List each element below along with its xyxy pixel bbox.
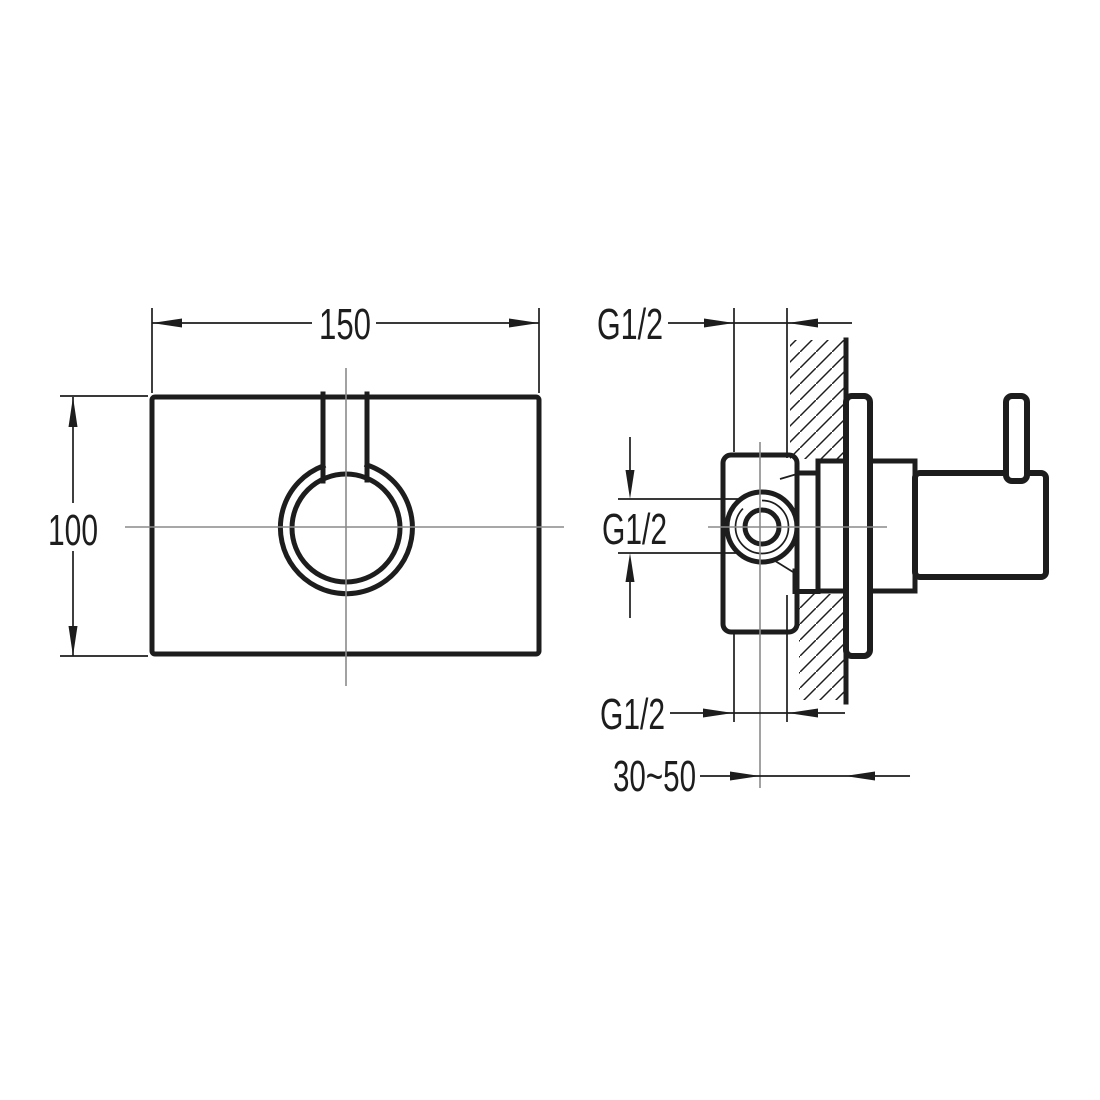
front-height-label: 100 xyxy=(48,506,98,555)
arrowhead-down xyxy=(625,470,635,499)
arrowhead-up xyxy=(68,397,78,427)
top-port-dimension: G1/2 xyxy=(597,300,852,458)
front-lever-slot-mask xyxy=(326,400,364,484)
arrowhead-right xyxy=(730,771,760,781)
arrowhead-left xyxy=(788,318,818,328)
front-collar-circle xyxy=(277,461,415,597)
front-view: 150 100 xyxy=(48,300,564,686)
side-port-thread-label: G1/2 xyxy=(602,505,667,554)
escutcheon-plate-side xyxy=(843,393,873,659)
arrowhead-right xyxy=(509,318,539,328)
arrowhead-up xyxy=(625,553,635,582)
side-port-dimension: G1/2 xyxy=(602,437,738,618)
arrowhead-left xyxy=(152,318,182,328)
installation-depth-dimension: 30~50 xyxy=(613,752,910,801)
installation-depth-label: 30~50 xyxy=(613,752,696,801)
bottom-port-thread-label: G1/2 xyxy=(600,690,665,739)
bottom-port-dimension: G1/2 xyxy=(600,595,845,739)
side-view: G1/2 G1/2 G1/2 30~50 xyxy=(597,300,1049,801)
top-port-thread-label: G1/2 xyxy=(597,300,663,349)
boss-tangent-top xyxy=(779,473,798,480)
arrowhead-right xyxy=(703,708,733,718)
wall-hatch-upper xyxy=(790,340,845,459)
front-width-dimension: 150 xyxy=(151,300,540,393)
arrowhead-left xyxy=(788,708,818,718)
arrowhead-right xyxy=(704,318,734,328)
wall-hatch-lower xyxy=(799,594,845,700)
front-width-label: 150 xyxy=(319,300,371,349)
front-height-dimension: 100 xyxy=(48,395,148,657)
handle-body xyxy=(912,470,1049,580)
handle-lever xyxy=(1003,393,1030,484)
arrowhead-left xyxy=(845,771,875,781)
arrowhead-down xyxy=(68,626,78,656)
